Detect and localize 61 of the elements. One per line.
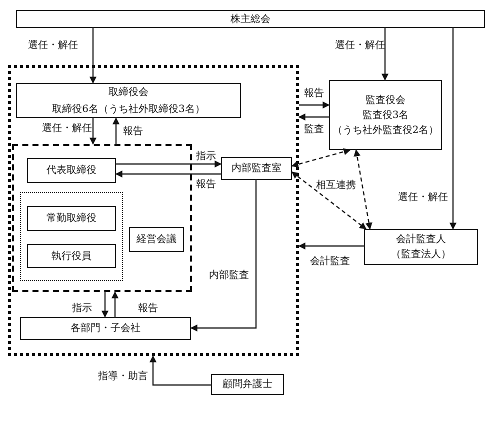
box-title: 会計監査人 [396,232,446,247]
org-box [221,157,292,180]
arrow [90,28,96,84]
org-box [27,206,116,231]
box-title: 顧問弁護士 [222,378,272,392]
dotted-group-frame [8,65,299,356]
arrow [116,160,222,168]
edge-label: 指示 [72,303,92,315]
arrow [90,118,96,145]
box-title: 取締役会 [108,86,148,100]
edge-label: 選任・解任 [42,123,92,135]
edge-label: 報告 [123,126,143,138]
arrow [298,114,329,120]
edge-label: 指示 [196,151,216,163]
arrow [299,102,330,108]
arrow [112,117,120,144]
edge-label: 監査 [304,124,324,136]
box-text: 監査役3名 [362,108,409,122]
edge-label: 報告 [304,88,324,100]
edge-label: 内部監査 [209,270,249,282]
arrow [115,170,221,178]
edge-label: 報告 [196,179,216,191]
org-box [27,158,116,183]
arrow [190,180,257,332]
arrow [112,291,118,317]
org-box [20,317,191,340]
edge-label: 選任・解任 [398,192,448,204]
arrow [102,292,108,318]
edge-label: 指導・助言 [98,371,148,383]
edge-label: 会計監査 [310,256,350,268]
org-box [211,374,284,395]
arrow [450,28,456,230]
org-box [364,229,478,265]
box-text: （うち社外監査役2名） [332,124,439,138]
arrow [291,172,367,230]
edge-label: 選任・解任 [335,40,385,52]
edge-label: 報告 [138,303,158,315]
arrow [298,242,364,250]
box-title: 監査役会 [366,94,406,108]
arrow [354,149,372,230]
arrow [291,148,351,168]
box-title: 代表取締役 [46,164,96,178]
dashed-group-frame [12,144,192,292]
edge-label: 選任・解任 [28,40,78,52]
arrow [382,28,388,81]
box-title: 内部監査室 [232,162,282,176]
box-text: （監査法人） [391,248,451,262]
box-title: 執行役員 [52,250,92,264]
dotted-group-frame [20,192,123,281]
org-box [16,83,241,118]
box-title: 経営会議 [136,232,176,247]
arrow [150,355,211,386]
edge-label: 相互連携 [316,180,356,192]
org-box [329,80,442,150]
org-box [16,10,485,28]
org-box [129,227,184,252]
box-text: 取締役6名（うち社外取締役3名） [52,102,205,116]
box-title: 各部門・子会社 [70,322,140,336]
org-box [27,244,116,268]
box-title: 常勤取締役 [46,212,96,226]
box-title: 株主総会 [230,12,270,26]
